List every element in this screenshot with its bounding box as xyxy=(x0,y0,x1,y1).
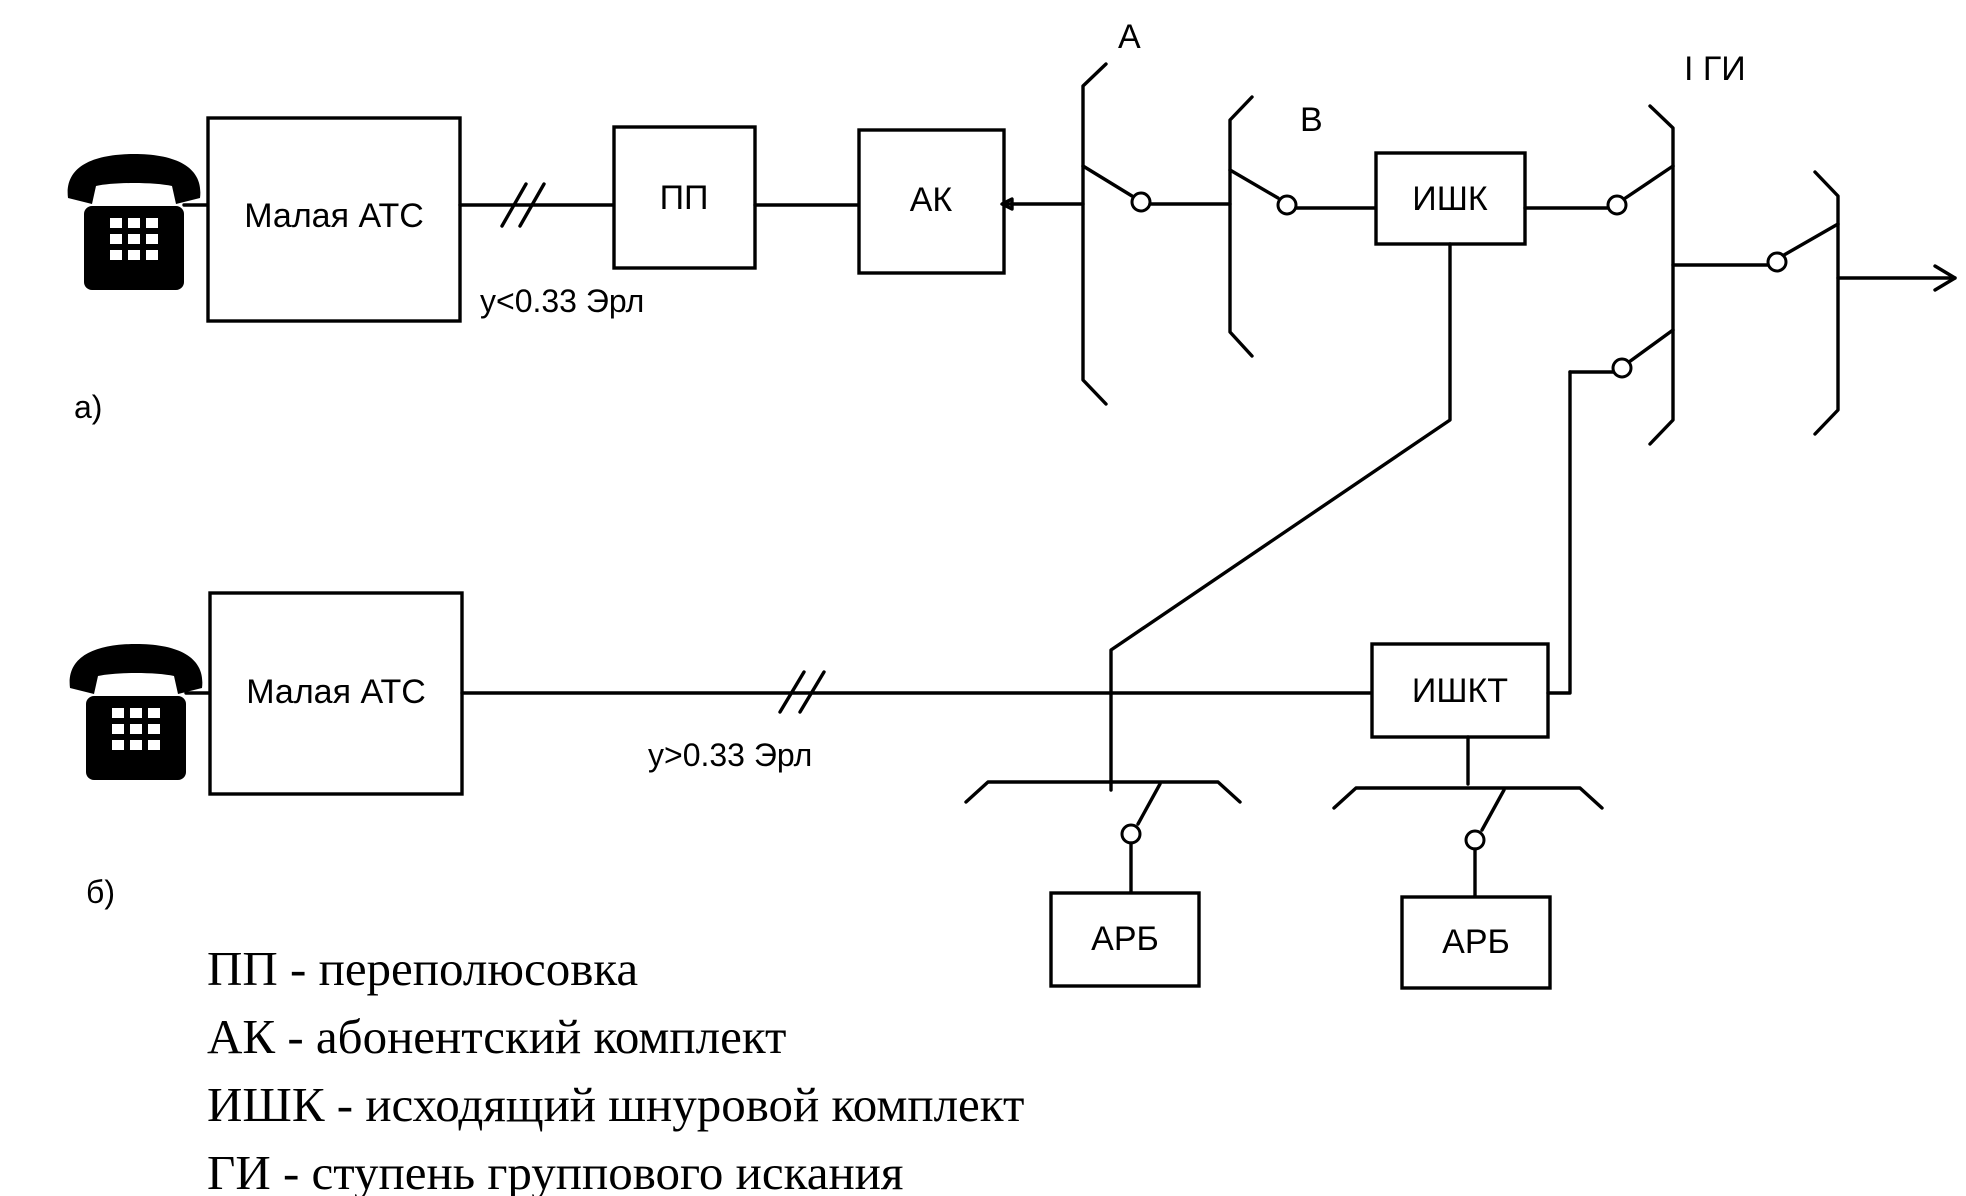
small-ats-block-a: Малая АТС xyxy=(206,116,462,323)
load-label-b: y>0.33 Эрл xyxy=(648,737,812,773)
small-ats-label-b: Малая АТС xyxy=(246,673,426,711)
arb-label-right: АРБ xyxy=(1442,923,1510,961)
telephone-icon xyxy=(67,154,201,290)
pp-label: ПП xyxy=(660,179,709,217)
stage-1gi-label: I ГИ xyxy=(1684,50,1746,88)
variant-b-label: б) xyxy=(86,874,115,910)
field-a-label: А xyxy=(1118,18,1141,56)
switch-field-a xyxy=(1081,62,1232,406)
trunk-hash-mark xyxy=(778,670,806,714)
pp-block: ПП xyxy=(612,125,757,270)
next-stage-switch xyxy=(1671,170,1957,436)
variant-a-label: а) xyxy=(74,389,102,425)
ishk-block: ИШК xyxy=(1374,151,1527,246)
load-label-a: y<0.33 Эрл xyxy=(480,283,644,319)
arb-block-right: АРБ xyxy=(1400,895,1552,990)
arb-label-left: АРБ xyxy=(1091,920,1159,958)
switch-field-b xyxy=(1228,95,1378,358)
small-ats-block-b: Малая АТС xyxy=(208,591,464,796)
ishk-to-arb-link xyxy=(1109,242,1452,792)
ishkt-block: ИШКТ xyxy=(1370,642,1550,739)
legend-item: АК - абонентский комплект xyxy=(207,1009,786,1064)
arb-finder-right xyxy=(1332,786,1604,899)
stage-1gi xyxy=(1568,104,1675,446)
ak-label: АК xyxy=(910,181,953,219)
ishkt-label: ИШКТ xyxy=(1412,672,1508,710)
ak-block: АК xyxy=(857,128,1006,275)
legend-item: ГИ - ступень группового искания xyxy=(207,1145,903,1196)
arrow-right-icon xyxy=(1933,264,1957,292)
trunk-hash-mark xyxy=(500,182,528,228)
arb-block-left: АРБ xyxy=(1049,891,1201,988)
legend-item: ИШК - исходящий шнуровой комплект xyxy=(207,1077,1024,1132)
telephone-icon xyxy=(69,644,203,780)
legend: ПП - переполюсовка АК - абонентский комп… xyxy=(207,941,1024,1196)
arrow-left-icon xyxy=(1000,197,1014,211)
ishkt-to-1gi-link xyxy=(1546,370,1572,695)
ishk-label: ИШК xyxy=(1412,180,1488,218)
field-b-label: В xyxy=(1300,101,1323,139)
small-ats-label-a: Малая АТС xyxy=(244,197,424,235)
arb-finder-left xyxy=(964,780,1242,895)
legend-item: ПП - переполюсовка xyxy=(207,941,638,996)
